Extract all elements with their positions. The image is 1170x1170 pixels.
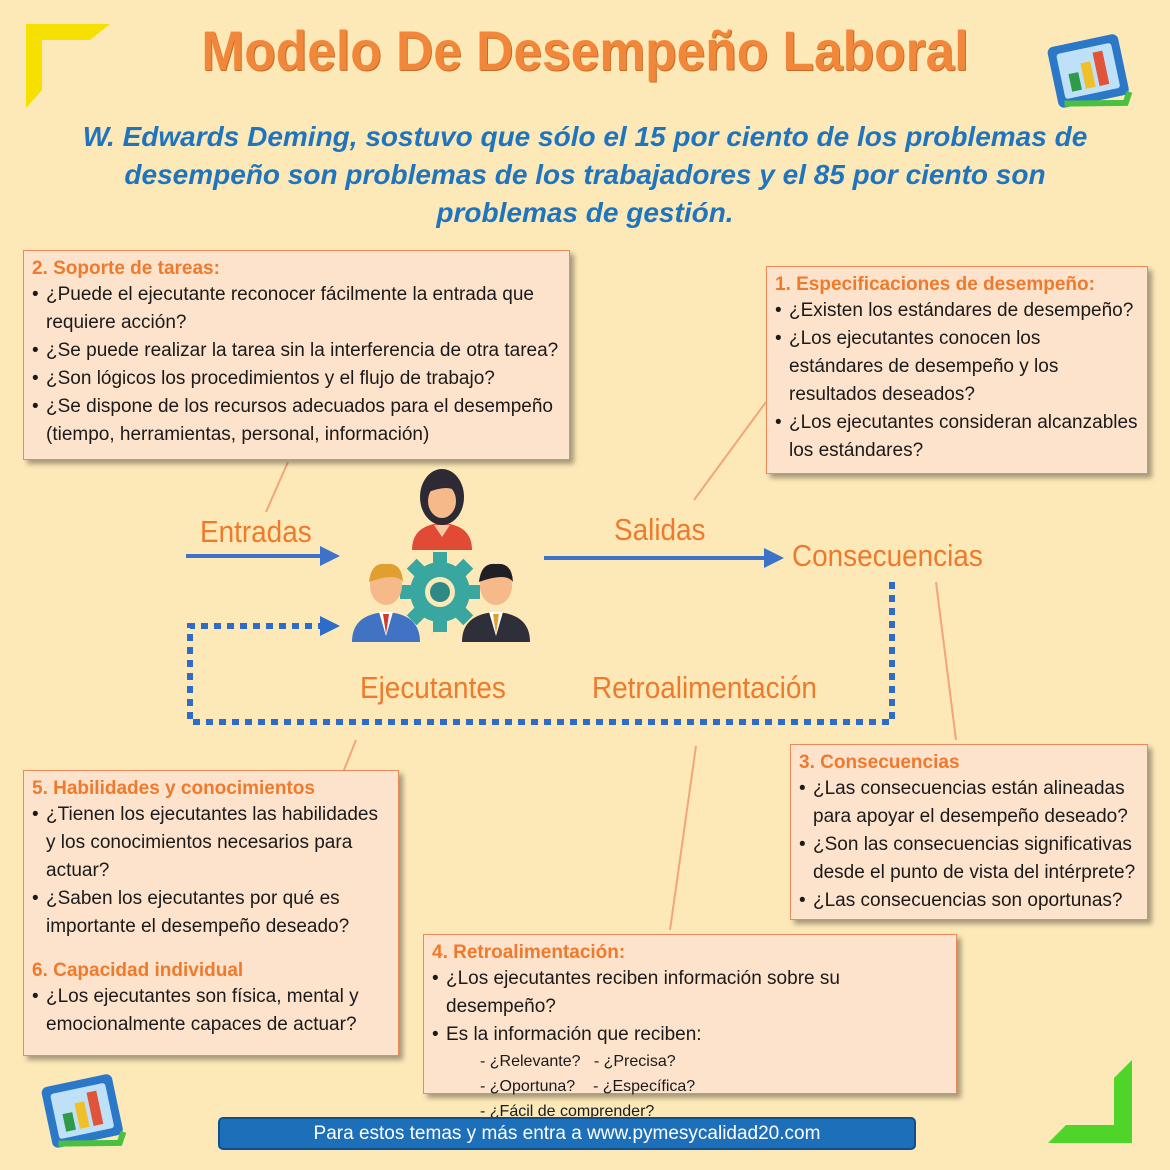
man-right-icon [462,563,530,642]
list-item: Es la información que reciben: [432,1021,948,1049]
logo-icon-top-right [1047,34,1133,108]
list-item: ¿Son las consecuencias significativas de… [799,831,1139,887]
connector-soporte [265,461,289,513]
box-heading: 1. Especificaciones de desempeño: [775,274,1095,295]
feedback-loop [187,582,895,725]
sub-item: - ¿Oportuna? - ¿Específica? [480,1078,696,1095]
connector-especificaciones [693,401,767,501]
label-entradas: Entradas [200,514,312,549]
box-soporte-tareas: 2. Soporte de tareas: ¿Puede el ejecutan… [23,250,570,460]
list-item: ¿Se dispone de los recursos adecuados pa… [32,393,561,449]
entradas-arrow [320,546,340,566]
box-heading: 4. Retroalimentación: [432,942,626,963]
list-item: ¿Los ejecutantes conocen los estándares … [775,325,1139,409]
logo-icon-bottom-left [41,1074,127,1148]
gear-icon [400,552,480,632]
list-item: ¿Saben los ejecutantes por qué es import… [32,885,390,941]
box-heading: 2. Soporte de tareas: [32,258,220,279]
salidas-arrow [764,548,784,568]
man-left-icon [352,563,420,642]
ejecutantes-illustration [352,469,530,642]
list-item: ¿Los ejecutantes son física, mental y em… [32,983,390,1039]
box-especificaciones: 1. Especificaciones de desempeño: ¿Exist… [766,266,1148,474]
list-item: ¿Los ejecutantes consideran alcanzables … [775,409,1139,465]
woman-icon [412,469,472,550]
footer-link-banner[interactable]: Para estos temas y más entra a www.pymes… [218,1117,916,1150]
list-item: ¿Existen los estándares de desempeño? [775,297,1139,325]
box-heading: 5. Habilidades y conocimientos [32,778,315,799]
label-salidas: Salidas [614,512,706,547]
corner-decoration-top-left [26,24,110,108]
box-heading-2: 6. Capacidad individual [32,960,244,981]
list-item: ¿Las consecuencias son oportunas? [799,887,1139,915]
feedback-arrow [320,616,340,636]
list-item: ¿Los ejecutantes reciben información sob… [432,965,948,1021]
box-heading: 3. Consecuencias [799,752,960,773]
page-title: Modelo De Desempeño Laboral [201,19,969,82]
list-item: ¿Puede el ejecutante reconocer fácilment… [32,281,561,337]
label-consecuencias: Consecuencias [792,538,983,573]
corner-decoration-bottom-right [1048,1060,1132,1143]
label-retroalimentacion: Retroalimentación [592,670,817,705]
connector-consecuencias [935,581,957,741]
box-retroalimentacion: 4. Retroalimentación: ¿Los ejecutantes r… [423,934,957,1120]
label-ejecutantes: Ejecutantes [360,670,506,705]
sub-item: - ¿Relevante? - ¿Precisa? [480,1053,676,1070]
connector-habilidades [343,739,357,771]
list-item: ¿Se puede realizar la tarea sin la inter… [32,337,561,365]
box-habilidades-capacidad: 5. Habilidades y conocimientos ¿Tienen l… [23,770,399,1056]
list-item: ¿Tienen los ejecutantes las habilidades … [32,801,390,885]
list-item: ¿Son lógicos los procedimientos y el flu… [32,365,561,393]
list-item: ¿Las consecuencias están alineadas para … [799,775,1139,831]
box-consecuencias: 3. Consecuencias ¿Las consecuencias está… [790,744,1148,920]
sub-item: - ¿Fácil de comprender? [480,1103,655,1120]
page-subtitle: W. Edwards Deming, sostuvo que sólo el 1… [82,121,1088,228]
connector-retro [669,745,697,931]
